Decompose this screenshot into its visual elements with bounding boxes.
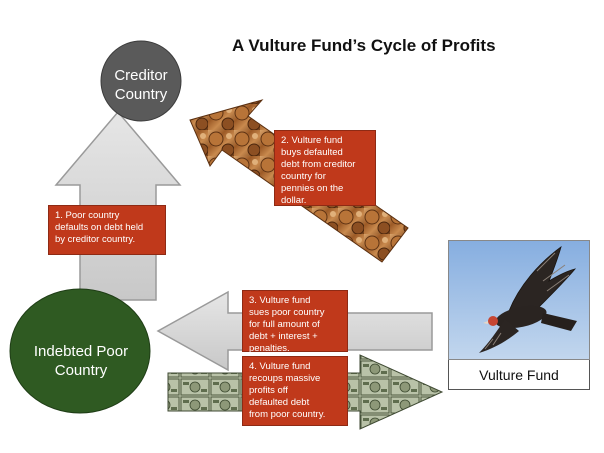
vulture-fund-caption: Vulture Fund — [448, 360, 590, 390]
step-2-line: pennies on the — [281, 183, 344, 194]
step-3-box: 3. Vulture fund sues poor country for fu… — [242, 290, 348, 354]
step-2-line: country for — [281, 171, 326, 182]
indebted-poor-country-node — [9, 288, 151, 414]
creditor-label-line2: Country — [114, 86, 168, 103]
step-2-line: debt from creditor — [281, 159, 356, 170]
step-1-line: 1. Poor country — [55, 210, 120, 221]
step-3-line: penalties. — [249, 343, 290, 354]
step-2-line: 2. Vulture fund — [281, 135, 343, 146]
step-4-line: recoups massive — [249, 373, 321, 384]
vulture-photo — [448, 240, 590, 360]
step-1-line: defaults on debt held — [55, 222, 144, 233]
vulture-icon — [449, 241, 589, 359]
step-2-box: 2. Vulture fund buys defaulted debt from… — [274, 130, 376, 206]
step-1-box: 1. Poor country defaults on debt held by… — [48, 205, 166, 255]
step-1-line: by creditor country. — [55, 234, 136, 245]
poor-country-label: Indebted Poor Country — [16, 342, 146, 380]
step-3-line: for full amount of — [249, 319, 320, 330]
poor-label-line1: Indebted Poor — [33, 343, 129, 360]
step-2-line: buys defaulted — [281, 147, 343, 158]
step-4-line: defaulted debt — [249, 397, 310, 408]
step-4-line: 4. Vulture fund — [249, 361, 311, 372]
step-3-line: debt + interest + — [249, 331, 318, 342]
step-3-line: 3. Vulture fund — [249, 295, 311, 306]
diagram-title: A Vulture Fund’s Cycle of Profits — [232, 36, 496, 55]
step-4-box: 4. Vulture fund recoups massive profits … — [242, 356, 348, 426]
poor-label-line2: Country — [54, 362, 108, 379]
creditor-label-line1: Creditor — [114, 67, 168, 84]
step-4-line: from poor country. — [249, 409, 326, 420]
creditor-country-label: Creditor Country — [100, 66, 182, 104]
step-2-line: dollar. — [281, 195, 307, 206]
creditor-country-node — [100, 40, 182, 122]
step-4-line: profits off — [249, 385, 288, 396]
step-3-line: sues poor country — [249, 307, 325, 318]
